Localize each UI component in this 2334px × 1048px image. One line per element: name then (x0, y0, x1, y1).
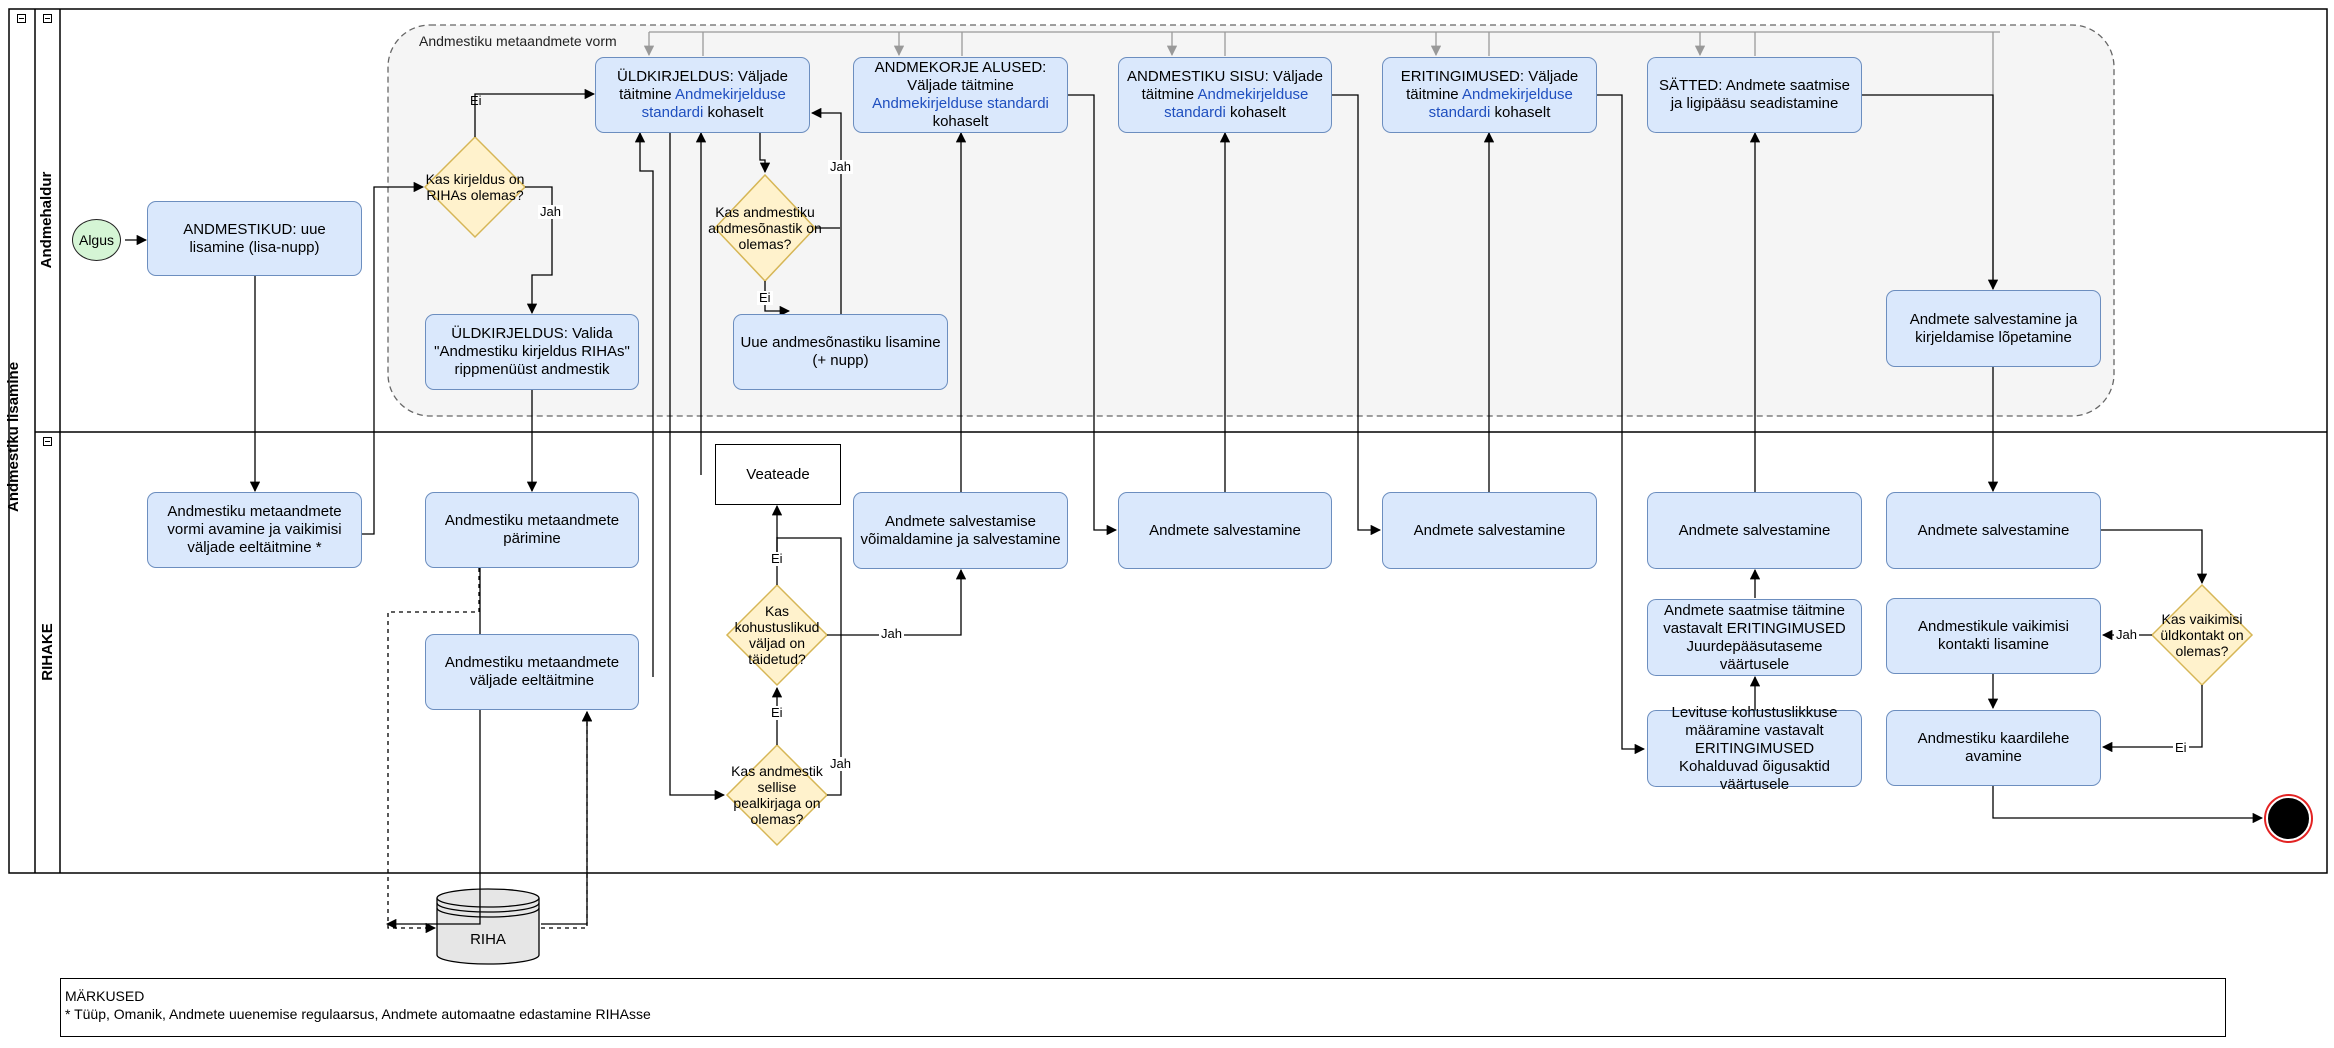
standard-link[interactable]: Andmekirjelduse standardi (872, 95, 1049, 112)
task-query-metadata: Andmestiku metaandmete pärimine (425, 492, 639, 568)
decision-required-label: Kas kohustuslikud väljad on täidetud? (734, 603, 820, 667)
edge-label-yes: Jah (879, 626, 904, 641)
pool-frame (8, 8, 2328, 874)
connectors (125, 88, 2264, 930)
task-save: Andmete salvestamine (1886, 492, 2101, 569)
pool-collapse-icon[interactable] (17, 14, 26, 23)
error-message: Veateade (715, 444, 841, 505)
decision-in-riha (423, 135, 527, 239)
task-open-form: Andmestiku metaandmete vormi avamine ja … (147, 492, 362, 568)
edge-label-no: Ei (2173, 740, 2189, 755)
task-collection-basis: ANDMEKORJE ALUSED: Väljade täitmine Andm… (853, 57, 1068, 133)
task-distribution: Levituse kohustuslikkuse määramine vasta… (1647, 704, 1862, 793)
standard-link[interactable]: Andmekirjelduse standardi (641, 86, 786, 121)
decision-contact-label: Kas vaikimisi üldkontakt on olemas? (2160, 611, 2244, 659)
decision-title-label: Kas andmestik sellise pealkirjaga on ole… (731, 763, 823, 827)
task-open-card: Andmestiku kaardilehe avamine (1886, 710, 2101, 786)
riha-label: RIHA (470, 931, 506, 948)
task-save: Andmete salvestamine (1382, 492, 1597, 569)
edge-label-no: Ei (769, 705, 785, 720)
task-save-finish: Andmete salvestamine ja kirjeldamise lõp… (1886, 290, 2101, 367)
task-settings: SÄTTED: Andmete saatmise ja ligipääsu se… (1647, 57, 1862, 133)
edge-label-no: Ei (470, 93, 482, 108)
task-add-vocabulary: Uue andmesõnastiku lisamine (+ nupp) (733, 314, 948, 390)
notes-text: * Tüüp, Omanik, Andmete uuenemise regula… (65, 1006, 651, 1022)
task-special-conditions: ERITINGIMUSED: Väljade täitmine Andmekir… (1382, 57, 1597, 133)
start-event: Algus (72, 219, 121, 261)
task-add-dataset: ANDMESTIKUD: uue lisamine (lisa-nupp) (147, 201, 362, 276)
lane-collapse-icon[interactable] (43, 14, 52, 23)
decision-in-riha-label: Kas kirjeldus on RIHAs olemas? (425, 171, 525, 203)
task-save: Andmete salvestamine (1118, 492, 1332, 569)
lane-title-top: Andmehaldur (38, 171, 55, 269)
edge-label-yes: Jah (828, 756, 853, 771)
edge-label-yes: Jah (2114, 627, 2139, 642)
standard-link[interactable]: Andmekirjelduse standardi (1164, 86, 1309, 121)
group-title: Andmestiku metaandmete vorm (419, 33, 617, 49)
end-event (2266, 796, 2311, 841)
task-add-contact: Andmestikule vaikimisi kontakti lisamine (1886, 598, 2101, 674)
notes-title: MÄRKUSED (65, 988, 145, 1004)
task-send-fill: Andmete saatmise täitmine vastavalt ERIT… (1647, 599, 1862, 676)
task-prefill-metadata: Andmestiku metaandmete väljade eeltäitmi… (425, 634, 639, 710)
task-general-select: ÜLDKIRJELDUS: Valida "Andmestiku kirjeld… (425, 314, 639, 390)
edge-label-no: Ei (757, 290, 773, 305)
edge-label-yes: Jah (828, 159, 853, 174)
task-dataset-content: ANDMESTIKU SISU: Väljade täitmine Andmek… (1118, 57, 1332, 133)
decision-vocab-label: Kas andmestiku andmesõnastik on olemas? (708, 204, 822, 252)
edge-label-no: Ei (769, 551, 785, 566)
standard-link[interactable]: Andmekirjelduse standardi (1428, 86, 1573, 121)
lane-collapse-icon[interactable] (43, 437, 52, 446)
task-enable-save: Andmete salvestamise võimaldamine ja sal… (853, 492, 1068, 569)
datastore-links (387, 568, 593, 934)
edge-label-yes: Jah (538, 204, 563, 219)
decision-title (725, 743, 829, 847)
task-general-description: ÜLDKIRJELDUS: Väljade täitmine Andmekirj… (595, 57, 810, 133)
notes-box: MÄRKUSED * Tüüp, Omanik, Andmete uuenemi… (60, 978, 2226, 1037)
riha-datastore (436, 888, 540, 965)
decision-required (725, 583, 829, 687)
task-save: Andmete salvestamine (1647, 492, 1862, 569)
lane-title-bottom: RIHAKE (39, 623, 56, 681)
pool-title: Andmestiku lisamine (5, 361, 22, 512)
